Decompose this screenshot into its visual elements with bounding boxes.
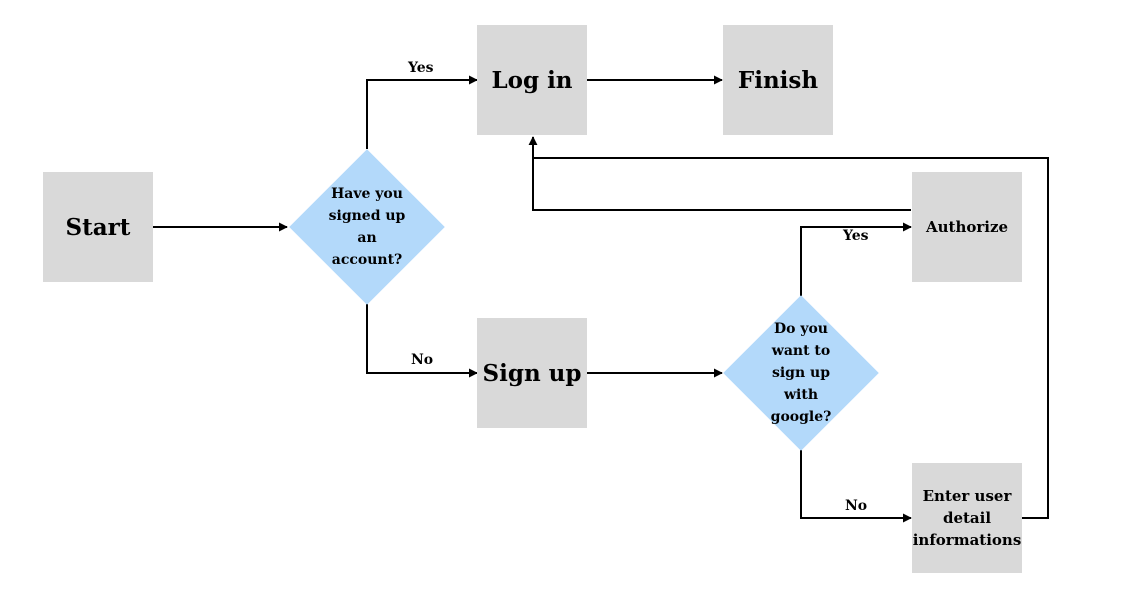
finish-node: Finish: [723, 25, 833, 135]
google-decision-label: Do you want to sign up with google?: [770, 321, 832, 425]
yes-label-signed-up: Yes: [408, 60, 434, 76]
signed-up-decision-label: Have you signed up an account?: [328, 186, 406, 268]
login-node: Log in: [477, 25, 587, 135]
edge-decision-yes-to-login: [366, 75, 478, 149]
yes-label-google: Yes: [843, 228, 869, 244]
no-label-google: No: [845, 498, 868, 514]
authorize-node: Authorize: [912, 172, 1022, 282]
start-node: Start: [43, 172, 153, 282]
no-label-signed-up: No: [411, 352, 434, 368]
signup-node: Sign up: [477, 318, 587, 428]
enter-details-node: Enter user detail informations: [912, 463, 1022, 573]
edge-authorize-to-login: [528, 136, 911, 211]
google-decision: Do you want to sign up with google?: [723, 295, 879, 451]
signed-up-decision: Have you signed up an account?: [289, 149, 445, 305]
